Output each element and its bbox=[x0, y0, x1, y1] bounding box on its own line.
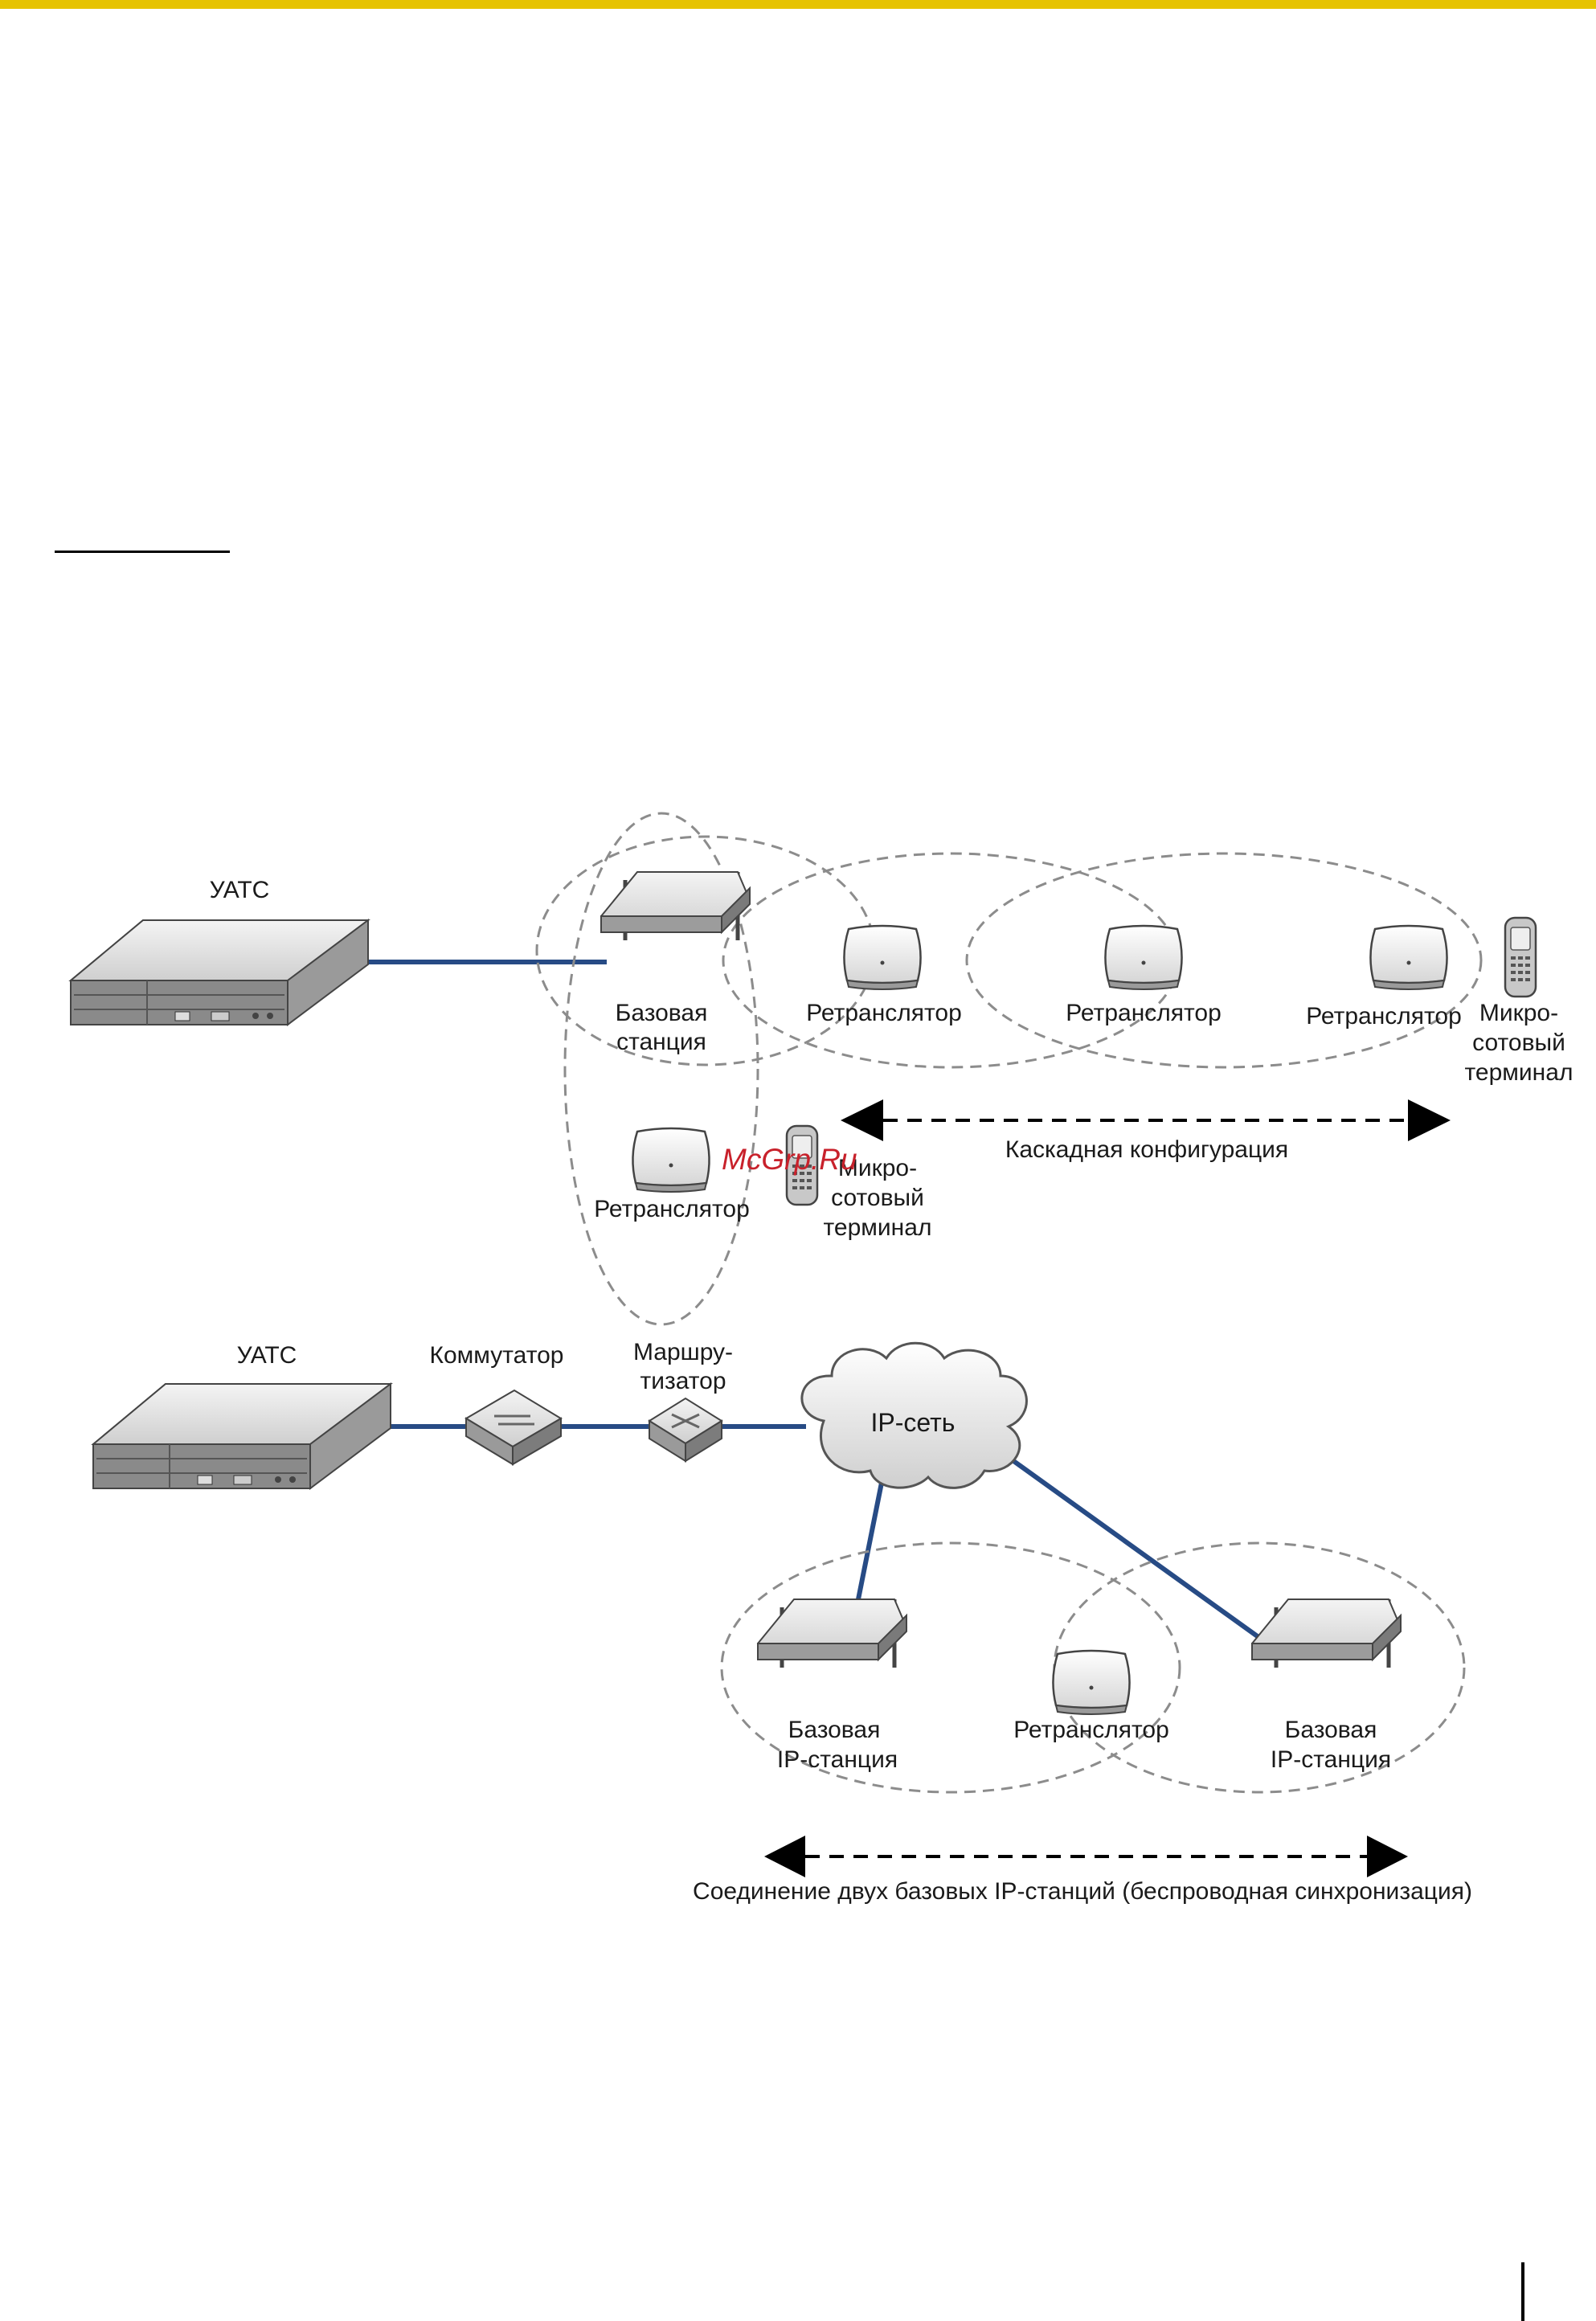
pbx-device-icon bbox=[92, 1383, 391, 1489]
handset-icon bbox=[1504, 916, 1537, 998]
ip-base-station-icon bbox=[758, 1599, 906, 1668]
repeater-2-label: Ретранслятор bbox=[1066, 1000, 1222, 1026]
pbx-device-icon bbox=[70, 919, 369, 1025]
ip-bs-right-label-1: Базовая bbox=[1285, 1717, 1377, 1743]
ip-bs-left-label-1: Базовая bbox=[788, 1717, 881, 1743]
base-station-icon bbox=[601, 872, 750, 940]
repeater-icon bbox=[1052, 1649, 1131, 1716]
cloud-icon bbox=[800, 1341, 1028, 1489]
repeater-icon bbox=[1104, 924, 1183, 991]
diagram-ip: УАТС Коммутатор Маршру- тизатор IP-сеть … bbox=[92, 1339, 1472, 1905]
handset-right-label-2: сотовый bbox=[1472, 1030, 1565, 1056]
ip-bs-right-label-2: IP-станция bbox=[1271, 1746, 1391, 1773]
repeater-3-label: Ретранслятор bbox=[1306, 1003, 1462, 1030]
cascade-arrow bbox=[841, 1099, 1451, 1141]
handset-low-label-2: сотовый bbox=[831, 1185, 924, 1211]
ip-base-station-icon bbox=[1252, 1599, 1401, 1668]
switch-icon bbox=[464, 1389, 563, 1466]
coverage-zone-vertical bbox=[563, 812, 759, 1326]
repeater-icon bbox=[632, 1127, 710, 1193]
network-label: IP-сеть bbox=[871, 1408, 956, 1437]
top-accent-bar bbox=[0, 0, 1596, 9]
ip-link-arrow bbox=[764, 1836, 1408, 1877]
switch-label: Коммутатор bbox=[430, 1342, 564, 1369]
handset-right-label-1: Микро- bbox=[1479, 1000, 1558, 1026]
pbx-label-2: УАТС bbox=[237, 1342, 297, 1369]
diagram-cascade: УАТС Базовая станция Ретранслятор Ретран… bbox=[70, 812, 1573, 1326]
coverage-zone-repeater-2 bbox=[965, 852, 1483, 1069]
coverage-zone-ip-left bbox=[720, 1541, 1181, 1794]
router-label-2: тизатор bbox=[640, 1368, 726, 1394]
pbx-label: УАТС bbox=[210, 877, 270, 903]
watermark: McGrp.Ru bbox=[722, 1143, 857, 1176]
repeater-1-label: Ретранслятор bbox=[806, 1000, 962, 1026]
handset-low-label-1: Микро- bbox=[838, 1155, 917, 1181]
base-station-label-1: Базовая bbox=[616, 1000, 708, 1026]
ip-repeater-label: Ретранслятор bbox=[1013, 1717, 1169, 1743]
repeater-low-label: Ретранслятор bbox=[594, 1196, 750, 1222]
ip-link-caption: Соединение двух базовых IP-станций (бесп… bbox=[693, 1878, 1472, 1905]
router-icon bbox=[648, 1397, 723, 1463]
repeater-icon bbox=[1369, 924, 1448, 991]
base-station-label-2: станция bbox=[616, 1029, 706, 1055]
section-rule bbox=[55, 551, 230, 553]
handset-low-label-3: терминал bbox=[824, 1214, 932, 1241]
cascade-label: Каскадная конфигурация bbox=[1005, 1136, 1288, 1163]
handset-right-label-3: терминал bbox=[1465, 1059, 1573, 1086]
router-label-1: Маршру- bbox=[633, 1339, 733, 1365]
repeater-icon bbox=[843, 924, 922, 991]
page-edge-mark bbox=[1521, 2262, 1524, 2321]
ip-bs-left-label-2: IP-станция bbox=[777, 1746, 898, 1773]
